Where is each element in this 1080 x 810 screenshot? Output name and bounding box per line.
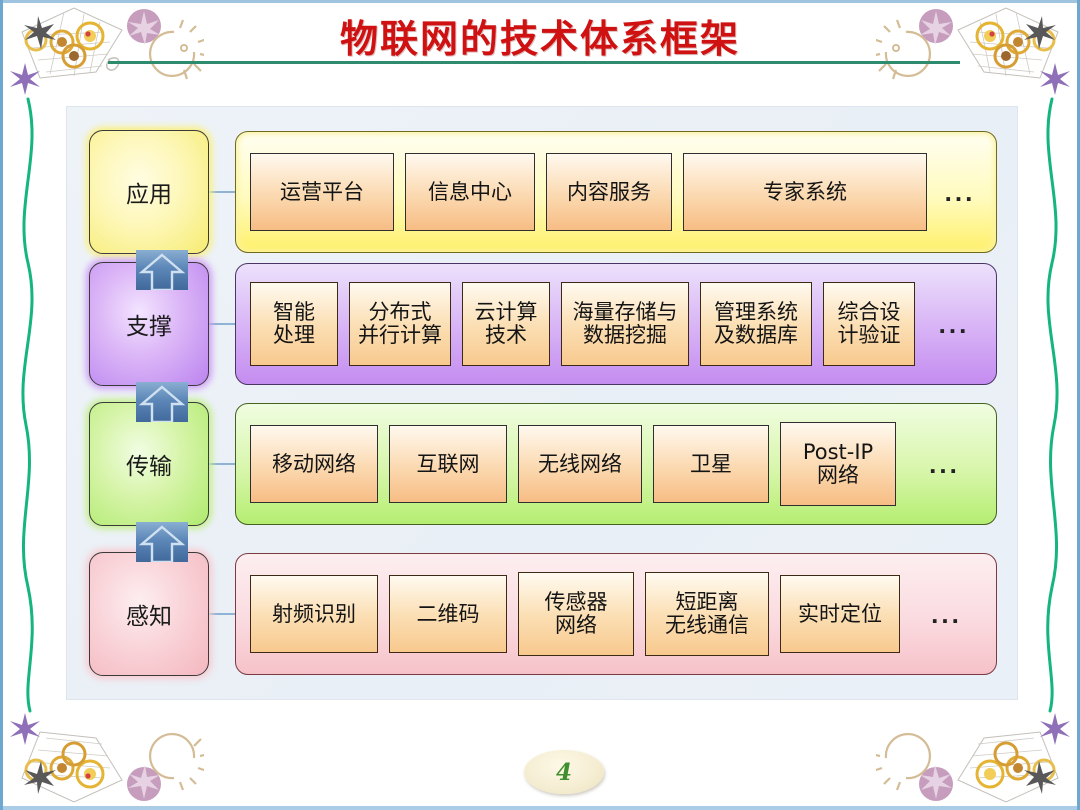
layer-item-label: 计验证 [837, 323, 901, 347]
layer-item[interactable]: 射频识别 [250, 575, 378, 653]
layer-item[interactable]: 信息中心 [405, 153, 535, 231]
layer-item-label: 实时定位 [798, 601, 882, 626]
layer-item-label: 海量存储与 [572, 300, 678, 325]
layer-application: 应用 运营平台 信息中心 内容服务 专家系统... [89, 130, 997, 254]
layer-items-perception: 射频识别二维码传感器网络短距离无线通信实时定位... [235, 553, 997, 675]
layer-item-label: 数据挖掘 [583, 323, 667, 347]
star-flower-icon [1040, 63, 1070, 95]
layer-item-label: 管理系统 [714, 300, 798, 325]
layer-item[interactable]: 综合设计验证 [823, 282, 915, 366]
up-arrow-icon [136, 522, 188, 562]
vine-decoration-right [1046, 97, 1059, 713]
slide-border-bottom [0, 806, 1080, 810]
layer-item[interactable]: 海量存储与数据挖掘 [561, 282, 689, 366]
ellipsis-more-indicator: ... [938, 308, 970, 339]
layer-item[interactable]: 二维码 [389, 575, 507, 653]
up-arrow-icon [136, 250, 188, 290]
star-flower-icon [10, 713, 40, 745]
star-flower-icon [10, 63, 40, 95]
layer-item-label: 分布式 [368, 300, 432, 325]
layer-item-label: 网络 [555, 613, 597, 637]
layer-label-transport[interactable]: 传输 [89, 402, 209, 526]
page-number-text: 4 [555, 758, 572, 786]
ellipsis-more-indicator: ... [931, 598, 962, 629]
layer-item-label: 二维码 [416, 601, 480, 626]
layer-item[interactable]: 分布式并行计算 [349, 282, 451, 366]
layer-item-label: 无线网络 [538, 451, 622, 476]
layer-item-label: 短距离 [675, 590, 739, 615]
page-number-badge: 4 [524, 750, 604, 794]
slide-title-area: 物联网的技术体系框架 [0, 4, 1080, 66]
layer-item-label: 传感器 [544, 590, 608, 615]
layer-item[interactable]: 管理系统及数据库 [700, 282, 812, 366]
connector-line [209, 463, 235, 465]
layer-item[interactable]: 移动网络 [250, 425, 378, 503]
layer-item-label: 卫星 [690, 451, 732, 476]
layer-perception: 感知射频识别二维码传感器网络短距离无线通信实时定位... [89, 552, 997, 676]
layer-item-label: 综合设 [837, 300, 901, 325]
layer-item[interactable]: 云计算技术 [462, 282, 550, 366]
layer-item[interactable]: 卫星 [653, 425, 769, 503]
layer-item-label: Post-IP [802, 440, 874, 465]
connector-line [209, 613, 235, 615]
layer-support: 支撑智能处理分布式并行计算云计算技术海量存储与数据挖掘管理系统及数据库综合设计验… [89, 262, 997, 386]
layer-item-label: 专家系统 [763, 179, 847, 204]
corner-ornament-bottom-right [876, 731, 1059, 803]
slide-border-left [0, 0, 3, 810]
star-flower-icon [1040, 713, 1070, 745]
slide-border-right [1077, 0, 1080, 810]
layer-item-label: 云计算 [474, 300, 538, 325]
layer-item-label: 运营平台 [280, 179, 364, 204]
ellipsis-more-indicator: ... [929, 448, 960, 479]
layer-item-label: 及数据库 [714, 323, 798, 347]
corner-ornament-bottom-left [21, 731, 204, 803]
layer-item-label: 并行计算 [358, 323, 442, 347]
layer-item-label: 智能 [273, 300, 315, 325]
page-title: 物联网的技术体系框架 [339, 15, 740, 61]
layer-item-label: 射频识别 [272, 601, 356, 626]
layer-item[interactable]: 无线网络 [518, 425, 642, 503]
layer-items-application: 运营平台 信息中心 内容服务 专家系统... [235, 131, 997, 253]
vine-decoration-left [21, 97, 34, 713]
slide-border-top [0, 0, 1080, 3]
layer-item[interactable]: 短距离无线通信 [645, 572, 769, 656]
layer-item[interactable]: 智能处理 [250, 282, 338, 366]
connector-line [209, 323, 235, 325]
layer-item[interactable]: 互联网 [389, 425, 507, 503]
layer-item-label: 网络 [817, 463, 859, 487]
layer-item-label: 无线通信 [665, 613, 749, 637]
layer-item[interactable]: 专家系统 [683, 153, 927, 231]
layer-item-label: 互联网 [416, 451, 480, 476]
ellipsis-more-indicator: ... [944, 176, 976, 207]
layer-item[interactable]: 运营平台 [250, 153, 394, 231]
layer-item-label: 处理 [273, 323, 315, 347]
up-arrow-icon [136, 382, 188, 422]
diagram-panel: 应用运营平台信息中心内容服务专家系统...支撑智能处理分布式并行计算云计算技术海… [66, 106, 1018, 700]
layer-stack: 应用运营平台信息中心内容服务专家系统...支撑智能处理分布式并行计算云计算技术海… [67, 107, 1017, 699]
layer-items-support: 智能处理分布式并行计算云计算技术海量存储与数据挖掘管理系统及数据库综合设计验证.… [235, 263, 997, 385]
layer-label-perception[interactable]: 感知 [89, 552, 209, 676]
layer-item[interactable]: 内容服务 [546, 153, 672, 231]
layer-item-label: 内容服务 [567, 179, 651, 204]
layer-item-label: 移动网络 [272, 451, 356, 476]
connector-line [209, 191, 235, 193]
layer-item[interactable]: 实时定位 [780, 575, 900, 653]
layer-item-label: 信息中心 [428, 179, 512, 204]
layer-item[interactable]: 传感器网络 [518, 572, 634, 656]
layer-item-label: 技术 [485, 323, 527, 347]
title-underline-rule [108, 61, 960, 64]
layer-label-application[interactable]: 应用 [89, 130, 209, 254]
